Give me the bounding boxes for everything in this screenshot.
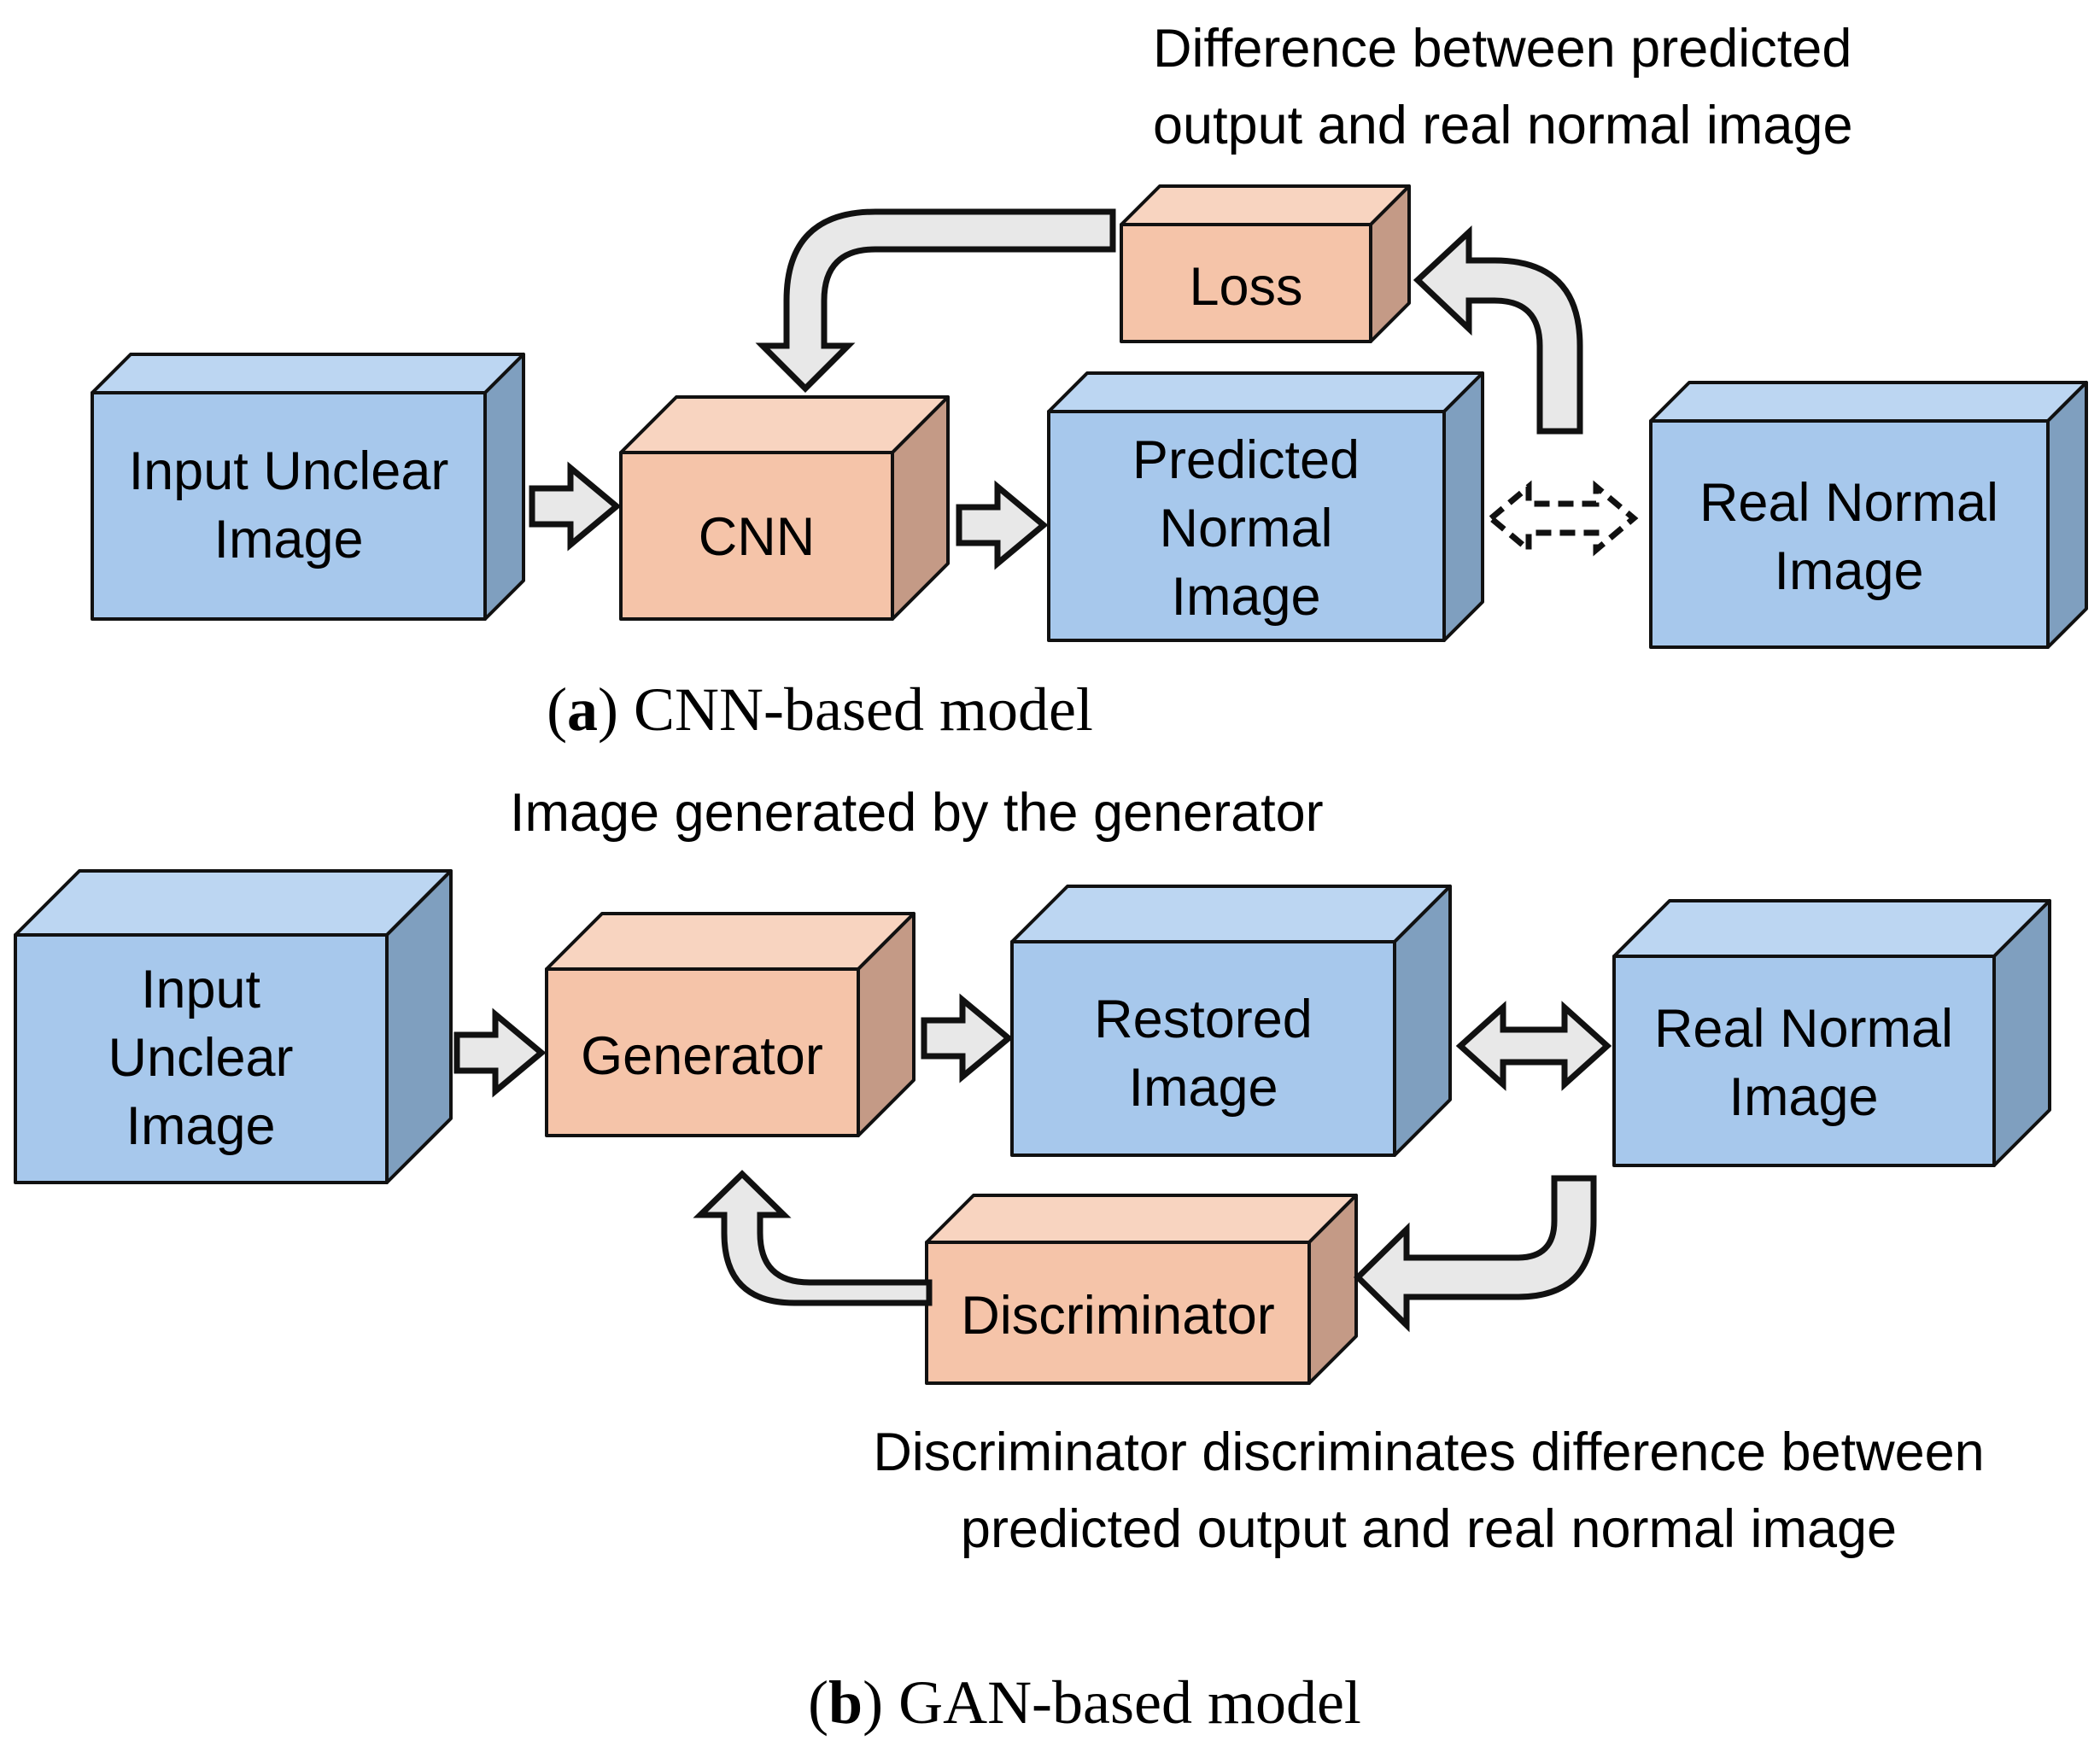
arrow-input-to-generator (453, 1007, 547, 1098)
loss-box-front-face (1120, 223, 1372, 343)
arrow-discriminator-to-generator (693, 1170, 933, 1306)
generator-box-front-face (545, 967, 860, 1137)
restored-image-box-front-face (1010, 940, 1396, 1157)
input-unclear-image-box-b: Input Unclear Image (14, 869, 453, 1184)
caption-b-letter: b (828, 1668, 863, 1737)
real-normal-image-box-b-front-face (1612, 955, 1996, 1167)
input-unclear-image-box-b-top-face (14, 869, 453, 937)
real-normal-image-box-b: Real Normal Image (1612, 899, 2051, 1167)
input-unclear-image-box-a: Input Unclear Image (91, 353, 525, 621)
panel-a-annotation-line-2: output and real normal image (1153, 96, 1853, 155)
panel-b-annotation-bottom-line-2: predicted output and real normal image (961, 1499, 1897, 1559)
loss-box-top-face (1120, 184, 1411, 226)
real-normal-image-label-line-1: Real Normal (1699, 473, 1998, 533)
discriminator-label: Discriminator (961, 1286, 1275, 1346)
arrow-predicted-to-loss (1413, 225, 1583, 435)
caption-a: (a) CNN-based model (547, 675, 1093, 744)
caption-a-letter: a (567, 675, 598, 744)
predicted-normal-image-label-line-3: Image (1171, 567, 1320, 627)
input-unclear-image-box-a-top-face (91, 353, 525, 394)
cnn-box-front-face (619, 451, 894, 621)
panel-a-annotation-line-1: Difference between predicted (1153, 19, 1851, 79)
dashed-double-arrow (1486, 480, 1639, 557)
input-unclear-image-label-line-1: Input Unclear (129, 441, 449, 501)
panel-b-annotation-bottom-line-1: Discriminator discriminates difference b… (873, 1422, 1984, 1482)
restored-image-box-top-face (1010, 885, 1452, 943)
predicted-normal-image-box-front-face (1047, 410, 1446, 642)
loss-box: Loss (1120, 184, 1411, 343)
caption-b-open: ( (808, 1668, 828, 1737)
restored-image-label-line-2: Image (1128, 1058, 1278, 1118)
real-normal-image-box-a-side-face (2046, 381, 2088, 649)
caption-a-rest: ) CNN-based model (598, 675, 1093, 744)
panel-a: Difference between predicted output and … (91, 19, 2088, 744)
predicted-normal-image-box-top-face (1047, 371, 1484, 413)
arrow-loss-to-cnn-body (755, 208, 1116, 393)
discriminator-box-top-face (925, 1194, 1358, 1244)
predicted-normal-image-box: Predicted Normal Image (1047, 371, 1484, 642)
generator-box: Generator (545, 912, 915, 1137)
discriminator-box-front-face (925, 1241, 1311, 1385)
real-normal-image-box-a-top-face (1649, 381, 2088, 423)
restored-image-label-line-1: Restored (1094, 990, 1313, 1049)
arrow-real-to-discriminator (1354, 1175, 1597, 1333)
cnn-box: CNN (619, 395, 950, 621)
generator-label: Generator (581, 1026, 823, 1086)
predicted-normal-image-box-side-face (1442, 371, 1484, 642)
predicted-normal-image-label-line-2: Normal (1159, 499, 1332, 558)
real-normal-image-box-a-front-face (1649, 419, 2050, 649)
input-unclear-image-box-a-front-face (91, 391, 487, 621)
input-label-line-2: Unclear (108, 1028, 293, 1088)
real-normal-image-box-b-top-face (1612, 899, 2051, 958)
input-label-line-1: Input (141, 960, 261, 1019)
caption-a-open: ( (547, 675, 567, 744)
cnn-label: CNN (699, 507, 816, 567)
caption-b: (b) GAN-based model (808, 1668, 1361, 1737)
restored-image-box: Restored Image (1010, 885, 1452, 1157)
discriminator-box: Discriminator (925, 1194, 1358, 1385)
real-normal-image-b-label-line-2: Image (1729, 1067, 1878, 1127)
arrow-cnn-to-predicted (956, 480, 1049, 570)
generator-box-top-face (545, 912, 915, 971)
input-label-line-3: Image (126, 1096, 275, 1156)
caption-b-rest: ) GAN-based model (863, 1668, 1361, 1737)
arrow-generator-to-restored (921, 993, 1014, 1083)
input-unclear-image-box-b-front-face (14, 933, 389, 1184)
real-normal-image-b-label-line-1: Real Normal (1654, 999, 1953, 1059)
input-unclear-image-label-line-2: Image (214, 510, 363, 569)
real-normal-image-box-a: Real Normal Image (1649, 381, 2088, 649)
panel-b: Image generated by the generator Input U… (14, 783, 2051, 1737)
loss-label: Loss (1189, 257, 1302, 317)
double-arrow-restored-real (1455, 1001, 1612, 1091)
predicted-normal-image-label-line-1: Predicted (1132, 430, 1360, 490)
arrow-input-to-cnn (529, 461, 622, 552)
panel-b-annotation-top: Image generated by the generator (510, 783, 1324, 843)
input-unclear-image-box-a-side-face (483, 353, 525, 621)
real-normal-image-label-line-2: Image (1774, 541, 1923, 601)
